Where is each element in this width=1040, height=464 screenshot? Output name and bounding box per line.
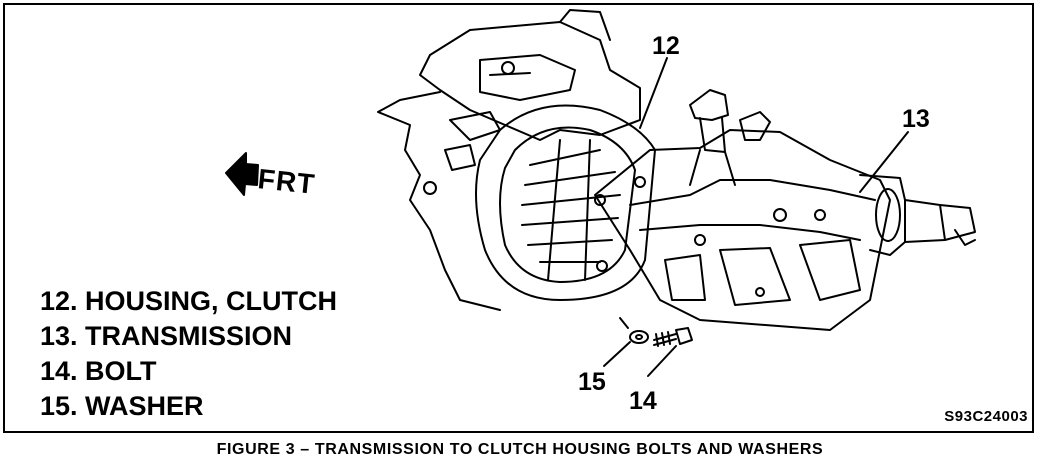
leader-lines [603, 57, 909, 377]
legend-item: 12. HOUSING, CLUTCH [40, 286, 338, 316]
callout-12: 12 [652, 32, 680, 60]
front-direction-label: FRT [256, 163, 317, 200]
bolt-and-washer [629, 327, 693, 347]
figure-code: S93C24003 [944, 408, 1028, 425]
legend-item: 14. BOLT [40, 356, 157, 386]
callout-15: 15 [578, 368, 606, 396]
clutch-housing [475, 104, 656, 301]
callout-13: 13 [902, 105, 930, 133]
legend-item: 13. TRANSMISSION [40, 321, 293, 351]
transmission-body [594, 89, 976, 331]
callout-14: 14 [629, 387, 657, 415]
figure-frame [3, 3, 1034, 433]
engine-block [377, 9, 641, 311]
legend-item: 15. WASHER [40, 391, 204, 421]
figure-caption: FIGURE 3 – TRANSMISSION TO CLUTCH HOUSIN… [216, 441, 824, 458]
front-arrow-icon [225, 152, 259, 196]
parts-legend: 12. HOUSING, CLUTCH 13. TRANSMISSION 14.… [40, 284, 337, 424]
